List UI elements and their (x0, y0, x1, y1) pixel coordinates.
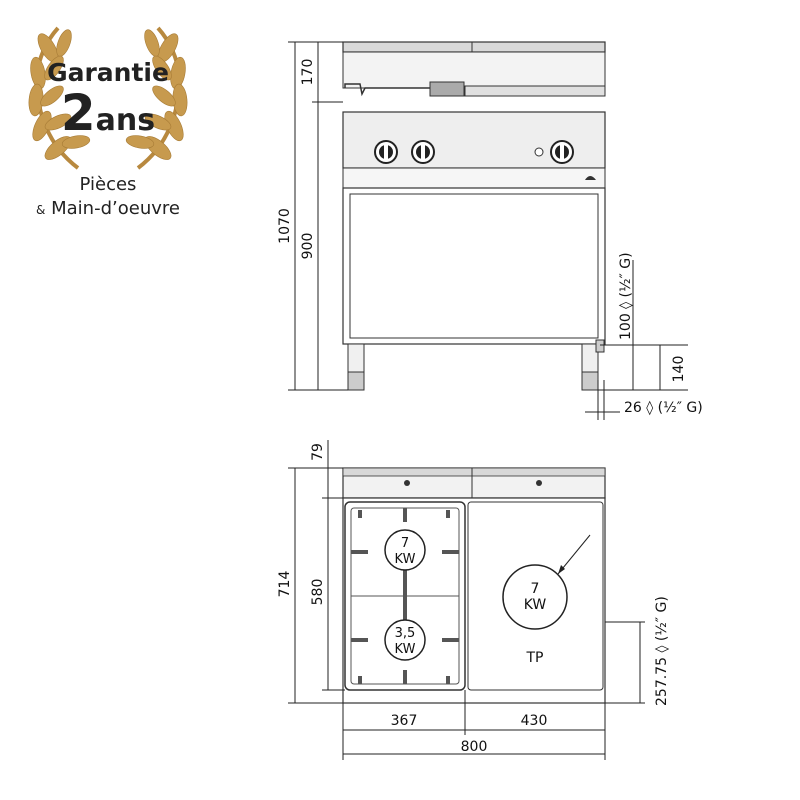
plate-label: TP (526, 650, 544, 666)
warranty-number: 2 (60, 84, 96, 142)
top-knob-mark-2 (536, 480, 542, 486)
warranty-unit: ans (95, 103, 156, 138)
inlet-offset-label: 26 ◊ (½″ G) (624, 400, 703, 416)
front-grill-top (429, 81, 465, 97)
width-right-label: 430 (521, 713, 548, 729)
front-backsplash (342, 41, 606, 53)
dim-inner-label: 580 (310, 579, 326, 606)
burner-small-unit: KW (395, 642, 416, 657)
plate-value: 7 (531, 581, 540, 597)
top-view: 7 KW 3,5 KW 7 KW TP 79 714 580 257.75 ◊ … (277, 440, 670, 760)
plate-heat-zone-icon (502, 564, 568, 630)
top-knob-mark-1 (404, 480, 410, 486)
front-top-housing (342, 51, 606, 89)
inlet-distance-label: 257.75 ◊ (½″ G) (654, 596, 670, 706)
dim-depth-label: 714 (277, 571, 293, 598)
dim-total-height-label: 1070 (277, 208, 293, 244)
front-plate (464, 85, 606, 97)
warranty-labor-text: Main-d’oeuvre (51, 198, 180, 219)
width-left-label: 367 (391, 713, 418, 729)
dim-back-label: 79 (310, 443, 326, 461)
gas-inlet-front (595, 339, 605, 353)
knob-2-icon (411, 140, 435, 164)
burner-large-unit: KW (395, 552, 416, 567)
control-panel-rail (342, 167, 606, 189)
warranty-caption-parts: Pièces (79, 174, 137, 195)
laurel-wreath-icon (28, 26, 188, 170)
burner-large-icon (384, 529, 426, 571)
brand-logo-icon (585, 176, 596, 180)
width-total-label: 800 (461, 739, 488, 755)
front-view: 170 1070 900 100 ◊ (½″ G) 140 26 ◊ (½″ G… (277, 41, 703, 420)
cabinet (342, 187, 606, 345)
dim-top-label: 170 (300, 59, 316, 86)
indicator-light-icon (534, 147, 544, 157)
cabinet-inner (349, 193, 599, 339)
burner-small-icon (384, 619, 426, 661)
warranty-title: Garantie (47, 58, 169, 87)
dim-work-height-label: 900 (300, 233, 316, 260)
ampersand: & (36, 203, 46, 217)
knob-1-icon (374, 140, 398, 164)
knob-3-icon (550, 140, 574, 164)
burner-small-value: 3,5 (395, 626, 416, 641)
warranty-duration: 2ans (18, 84, 198, 142)
burner-large-value: 7 (401, 536, 409, 551)
dim-foot-label: 140 (671, 356, 687, 383)
warranty-badge: Garantie 2ans Pièces & Main-d’oeuvre (18, 18, 198, 219)
plate-unit: KW (524, 597, 547, 613)
warranty-caption-labor: & Main-d’oeuvre (18, 198, 198, 219)
pan-support-grill (351, 508, 459, 684)
gas-height-label: 100 ◊ (½″ G) (618, 252, 634, 340)
